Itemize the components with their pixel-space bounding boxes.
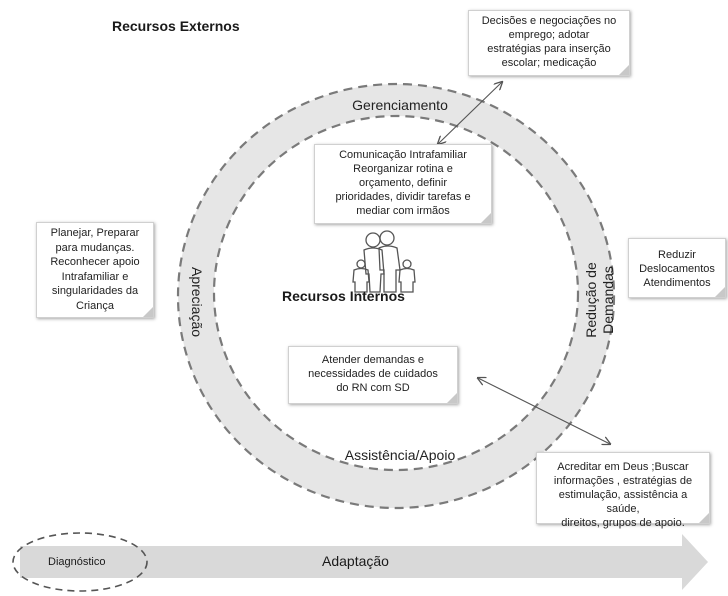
arrow-start-label: Diagnóstico <box>48 556 106 568</box>
note-fold <box>143 307 153 317</box>
note-inner-top: Comunicação Intrafamiliar Reorganizar ro… <box>314 144 492 224</box>
connector-top-right <box>438 82 502 144</box>
ring-outer-dashed <box>176 82 616 510</box>
diagnosis-dashed-ellipse <box>12 532 148 592</box>
ring-label-top: Gerenciamento <box>352 97 448 113</box>
note-inner-bottom: Atender demandas e necessidades de cuida… <box>288 346 458 404</box>
ring-label-bottom: Assistência/Apoio <box>345 447 456 463</box>
diagram-title: Recursos Externos <box>112 18 240 34</box>
svg-text:Demandas: Demandas <box>600 266 616 334</box>
arrow-end-label: Adaptação <box>322 553 389 569</box>
note-right: Reduzir Deslocamentos Atendimentos <box>628 238 726 298</box>
note-fold <box>699 513 709 523</box>
adaptation-arrow <box>20 534 708 590</box>
note-fold <box>447 393 457 403</box>
ring-label-right: Redução de Demandas <box>583 262 616 338</box>
note-bottom-right: Acreditar em Deus ;Buscar informações , … <box>536 452 710 529</box>
note-fold <box>715 287 725 297</box>
ring-label-left: Apreciação <box>189 267 205 337</box>
svg-text:Redução de: Redução de <box>583 262 599 338</box>
connector-bottom-right <box>478 378 610 444</box>
note-left: Planejar, Preparar para mudanças. Reconh… <box>36 222 154 318</box>
family-icon <box>352 230 416 293</box>
ring-inner-dashed <box>212 114 580 472</box>
note-fold <box>481 213 491 223</box>
center-label: Recursos Internos <box>282 288 405 304</box>
note-top-right: Decisões e negociações no emprego; adota… <box>468 10 630 76</box>
note-fold <box>619 65 629 75</box>
